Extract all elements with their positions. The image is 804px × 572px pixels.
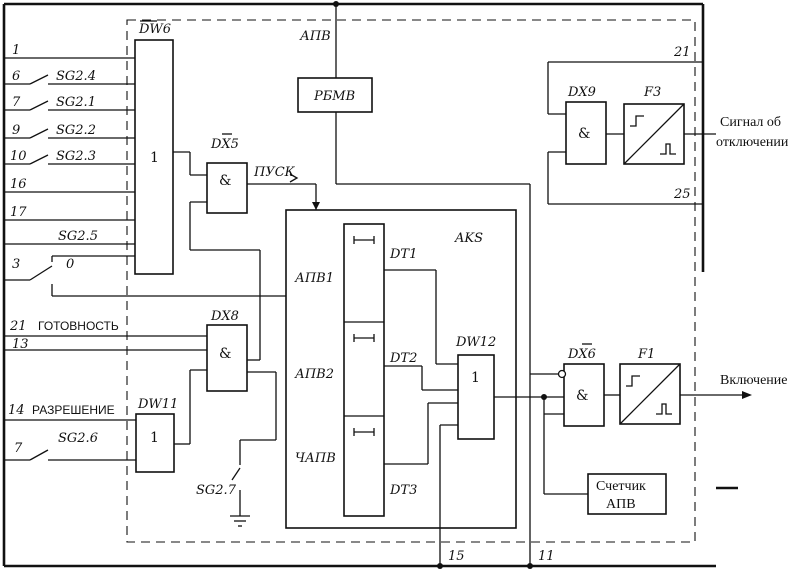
dx6-label: DX6 [567, 347, 596, 362]
dx5-label: DX5 [210, 137, 239, 152]
terminal-3: 3 [12, 257, 20, 272]
dw6-label: DW6 [138, 22, 171, 37]
terminal-16: 16 [10, 177, 27, 192]
dw11-symbol: 1 [150, 430, 159, 446]
dw11-label: DW11 [137, 397, 178, 412]
outer-frame [2, 2, 738, 568]
apv-label: АПВ [299, 29, 331, 44]
apv1-label: АПВ1 [294, 271, 334, 286]
f3-label: F3 [643, 85, 661, 100]
trip-signal-line2: отключении [716, 135, 789, 150]
aks-label: AKS [454, 231, 483, 246]
apv-boundary [126, 19, 696, 543]
switch-sg2-6: SG2.6 [58, 431, 98, 446]
pusk-label: ПУСК [253, 165, 296, 180]
close-signal-label: Включение [720, 373, 788, 388]
switch-sg2-7: SG2.7 [196, 483, 237, 498]
terminal-6: 6 [12, 69, 20, 84]
terminal-10: 10 [10, 149, 27, 164]
apv2-label: АПВ2 [294, 367, 334, 382]
dw6-symbol: 1 [150, 150, 159, 166]
counter-label-line1: Счетчик [596, 479, 646, 494]
dx8-block [206, 324, 248, 392]
dt2-label: DT2 [389, 351, 417, 366]
rbmv-block [297, 77, 373, 113]
counter-label-line2: АПВ [606, 497, 636, 512]
terminal-1: 1 [12, 43, 20, 58]
switch-sg2-2: SG2.2 [56, 123, 96, 138]
razreshenie-label: РАЗРЕШЕНИЕ [32, 403, 115, 417]
dw11-block [135, 413, 175, 473]
terminal-7: 7 [12, 95, 21, 110]
gotovnost-label: ГОТОВНОСТЬ [38, 319, 119, 333]
terminal-21: 21 [9, 319, 27, 334]
dx9-symbol: & [578, 126, 590, 142]
terminal-14: 14 [8, 403, 25, 418]
f1-label: F1 [637, 347, 655, 362]
dt3-label: DT3 [389, 483, 417, 498]
dx8-symbol: & [219, 346, 231, 362]
switch-sg2-3: SG2.3 [56, 149, 96, 164]
dx6-symbol: & [576, 388, 588, 404]
switch-sg2-1: SG2.1 [56, 95, 96, 110]
dw12-block [457, 354, 495, 440]
dx9-block [565, 101, 607, 165]
dw12-symbol: 1 [471, 370, 480, 386]
switch-sg2-5-zero: 0 [66, 257, 74, 272]
switch-sg2-5: SG2.5 [58, 229, 98, 244]
terminal-9: 9 [12, 123, 20, 138]
dw12-label: DW12 [455, 335, 496, 350]
counter-block [587, 473, 667, 515]
switch-sg2-4: SG2.4 [56, 69, 96, 84]
dw6-block [134, 39, 174, 275]
terminal-21b: 21 [673, 45, 691, 60]
trip-signal-line1: Сигнал об [720, 115, 781, 130]
terminal-11: 11 [538, 549, 555, 564]
terminal-17: 17 [10, 205, 27, 220]
input-wires [4, 57, 135, 281]
timer-column [343, 223, 385, 517]
terminal-7b: 7 [14, 441, 23, 456]
chapv-label: ЧАПВ [295, 451, 336, 466]
dx9-label: DX9 [567, 85, 596, 100]
terminal-13: 13 [12, 337, 29, 352]
dx5-symbol: & [219, 173, 231, 189]
terminal-15: 15 [448, 549, 465, 564]
rbmv-label: РБМВ [313, 89, 355, 104]
dx5-block [206, 162, 248, 214]
dx8-label: DX8 [210, 309, 239, 324]
terminal-25: 25 [673, 187, 691, 202]
dt1-label: DT1 [389, 247, 417, 262]
